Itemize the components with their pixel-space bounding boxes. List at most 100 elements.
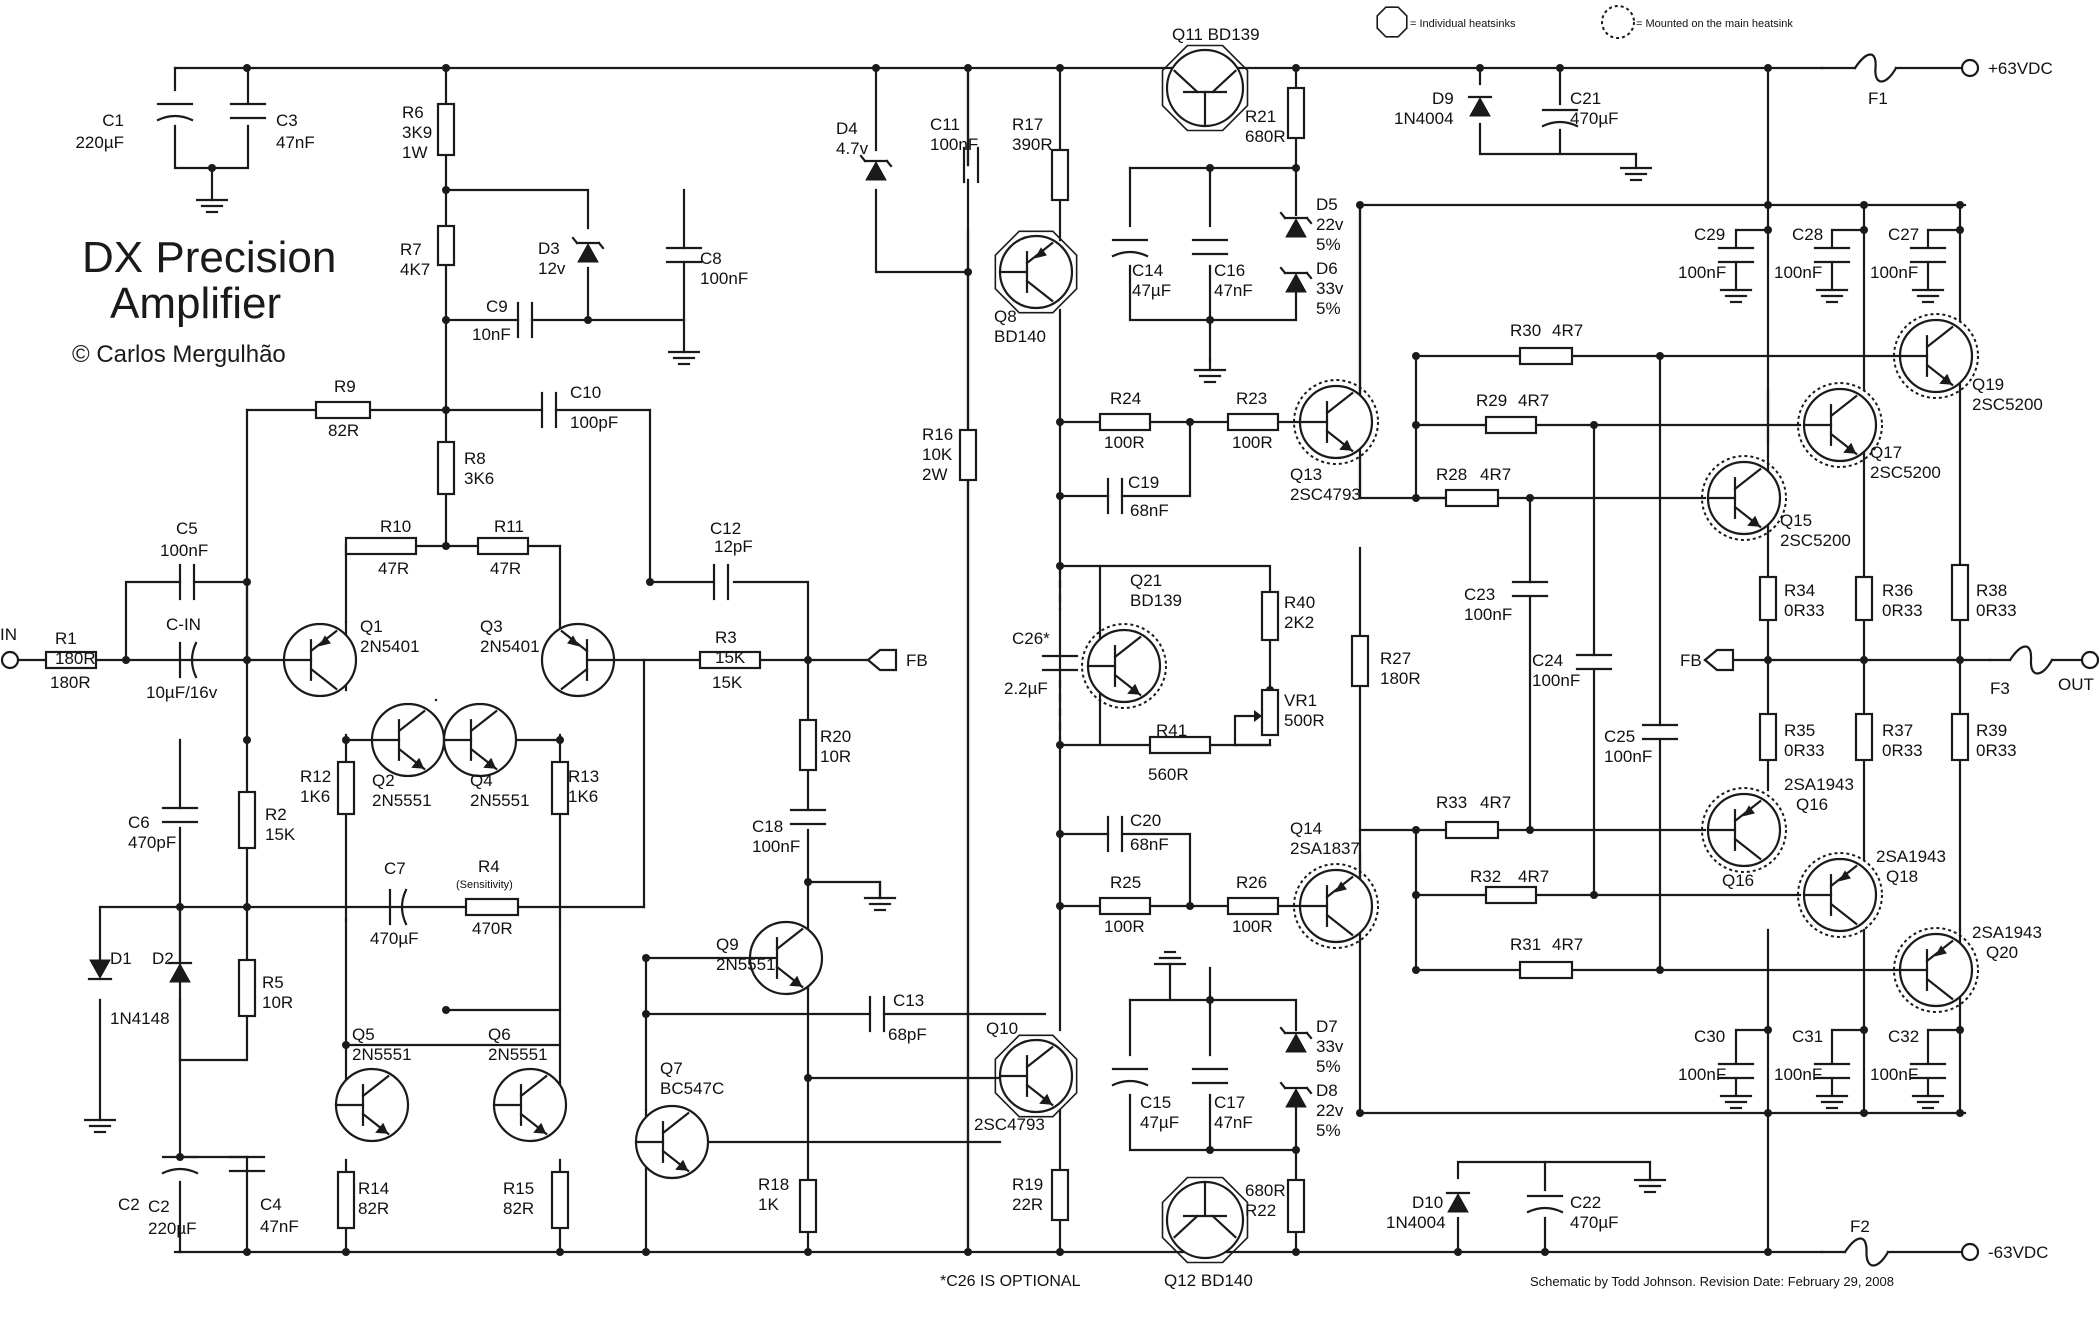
label-capacitors-C31-0: C31: [1792, 1027, 1823, 1046]
label-transistors-Q15-1: 2SC5200: [1780, 531, 1851, 550]
label-transistors-Q21-1: BD139: [1130, 591, 1182, 610]
label-capacitors-C18-0: C18: [752, 817, 783, 836]
label-transistors-Q3-1: 2N5401: [480, 637, 540, 656]
label-capacitors-CIN-1: 10µF/16v: [146, 683, 218, 702]
label-capacitors-C21-1: 470µF: [1570, 109, 1619, 128]
label-diodes-D6-2: 5%: [1316, 299, 1341, 318]
label-capacitors-C9-1: 10nF: [472, 325, 511, 344]
label-transistors-Q15-0: Q15: [1780, 511, 1812, 530]
label-resistors-R2-1: 15K: [265, 825, 296, 844]
label-capacitors-C1-0: C1: [102, 111, 124, 130]
label-resistors-R20-1: 10R: [820, 747, 851, 766]
label-capacitors-C5-1: 100nF: [160, 541, 208, 560]
label-resistors-R38-0: R38: [1976, 581, 2007, 600]
label-diodes-D9-1: 1N4004: [1394, 109, 1454, 128]
label-terminals-vpos: +63VDC: [1988, 59, 2053, 78]
label-resistors-R5-0: R5: [262, 973, 284, 992]
label-resistors-R21-0: R21: [1245, 107, 1276, 126]
label-resistors-R25-1: 100R: [1104, 917, 1145, 936]
label-resistors-R13-1: 1K6: [568, 787, 598, 806]
label-resistors-R6-0: R6: [402, 103, 424, 122]
label-capacitors-C22-0: C22: [1570, 1193, 1601, 1212]
label-capacitors-C19-0: C19: [1128, 473, 1159, 492]
label-transistors-Q21-0: Q21: [1130, 571, 1162, 590]
label-transistors-Q13-1: 2SC4793: [1290, 485, 1361, 504]
label-transistors-Q16-2: Q16: [1722, 871, 1754, 890]
label-transistors-Q18-0: 2SA1943: [1876, 847, 1946, 866]
label-transistors-Q17-1: 2SC5200: [1870, 463, 1941, 482]
label-legend-main: = Mounted on the main heatsink: [1636, 18, 1793, 30]
label-capacitors-C24-1: 100nF: [1532, 671, 1580, 690]
label-resistors-R28-1: 4R7: [1480, 465, 1511, 484]
label-transistors-Q2-0: Q2: [372, 771, 395, 790]
label-transistors-Q9-1: 2N5551: [716, 955, 776, 974]
label-capacitors-C14-0: C14: [1132, 261, 1163, 280]
label-resistors-R41-1: 560R: [1148, 765, 1189, 784]
label-capacitors-C12-0: C12: [710, 519, 741, 538]
label-legend-individual: = Individual heatsinks: [1410, 18, 1516, 30]
label-capacitors-C4-1: 47nF: [260, 1217, 299, 1236]
label-capacitors-C6-0: C6: [128, 813, 150, 832]
label-capacitors-C8-0: C8: [700, 249, 722, 268]
label-transistors-Q9-0: Q9: [716, 935, 739, 954]
label-resistors-R18-0: R18: [758, 1175, 789, 1194]
label-capacitors-C32-1: 100nF: [1870, 1065, 1918, 1084]
label-capacitors-C9-0: C9: [486, 297, 508, 316]
label-resistors-R31-1: 4R7: [1552, 935, 1583, 954]
label-resistors-R6-1: 3K9: [402, 123, 432, 142]
label-capacitors-C15-0: C15: [1140, 1093, 1171, 1112]
label-resistors-R39-0: R39: [1976, 721, 2007, 740]
label-terminals-out: OUT: [2058, 675, 2094, 694]
label-resistors-R4-0: R4: [478, 857, 500, 876]
label-resistors-R20-0: R20: [820, 727, 851, 746]
label-capacitors-C13-1: 68pF: [888, 1025, 927, 1044]
label-capacitors-C6-1: 470pF: [128, 833, 176, 852]
label-resistors-R14-0: R14: [358, 1179, 389, 1198]
label-resistors-R7-0: R7: [400, 240, 422, 259]
label-resistors-R4-1: (Sensitivity): [456, 879, 513, 891]
label-resistors-R41-0: R41: [1156, 721, 1187, 740]
label-resistors-R40-1: 2K2: [1284, 613, 1314, 632]
label-resistors-R33-0: R33: [1436, 793, 1467, 812]
label-title-line1: DX Precision: [82, 233, 336, 282]
label-capacitors-C3-0: C3: [276, 111, 298, 130]
label-transistors-Q6-1: 2N5551: [488, 1045, 548, 1064]
label-resistors-R32-0: R32: [1470, 867, 1501, 886]
label-diodes-D9-0: D9: [1432, 89, 1454, 108]
label-transistors-Q20-1: Q20: [1986, 943, 2018, 962]
label-resistors-R32-1: 4R7: [1518, 867, 1549, 886]
label-resistors-R26-1: 100R: [1232, 917, 1273, 936]
label-resistors-R14-1: 82R: [358, 1199, 389, 1218]
label-resistors-R2-0: R2: [265, 805, 287, 824]
label-capacitors-C7-0: C7: [384, 859, 406, 878]
label-resistors-R24-0: R24: [1110, 389, 1141, 408]
label-resistors-R3-0: R3: [715, 628, 737, 647]
label-resistors-R15-0: R15: [503, 1179, 534, 1198]
label-resistors-R35-1: 0R33: [1784, 741, 1825, 760]
label-capacitors-C19-1: 68nF: [1130, 501, 1169, 520]
label-resistors-R33-1: 4R7: [1480, 793, 1511, 812]
label-resistors-R37-0: R37: [1882, 721, 1913, 740]
label-transistors-Q19-0: Q19: [1972, 375, 2004, 394]
label-resistors-R13-0: R13: [568, 767, 599, 786]
label-transistors-Q11-0: Q11 BD139: [1172, 25, 1260, 44]
label-capacitors-C5-0: C5: [176, 519, 198, 538]
label-resistors-R23-0: R23: [1236, 389, 1267, 408]
label-resistors-R5-1: 10R: [262, 993, 293, 1012]
label-capacitors-C32-0: C32: [1888, 1027, 1919, 1046]
label-transistors-Q14-1: 2SA1837: [1290, 839, 1360, 858]
label-capacitors-C11-1: 100nF: [930, 135, 978, 154]
label-resistors-R36-0: R36: [1882, 581, 1913, 600]
label-capacitors-C16-0: C16: [1214, 261, 1245, 280]
label-transistors-Q16-0: 2SA1943: [1784, 775, 1854, 794]
label-capacitors-C2-0: C2: [148, 1197, 170, 1216]
label-capacitors-C17-0: C17: [1214, 1093, 1245, 1112]
label-diodes-D5-0: D5: [1316, 195, 1338, 214]
label-transistors-Q20-0: 2SA1943: [1972, 923, 2042, 942]
label-capacitors-C23-1: 100nF: [1464, 605, 1512, 624]
label-resistors-R1-0: R1: [55, 629, 77, 648]
label-transistors-Q1-1: 2N5401: [360, 637, 420, 656]
label-capacitors-C25-0: C25: [1604, 727, 1635, 746]
label-transistors-Q2-1: 2N5551: [372, 791, 432, 810]
